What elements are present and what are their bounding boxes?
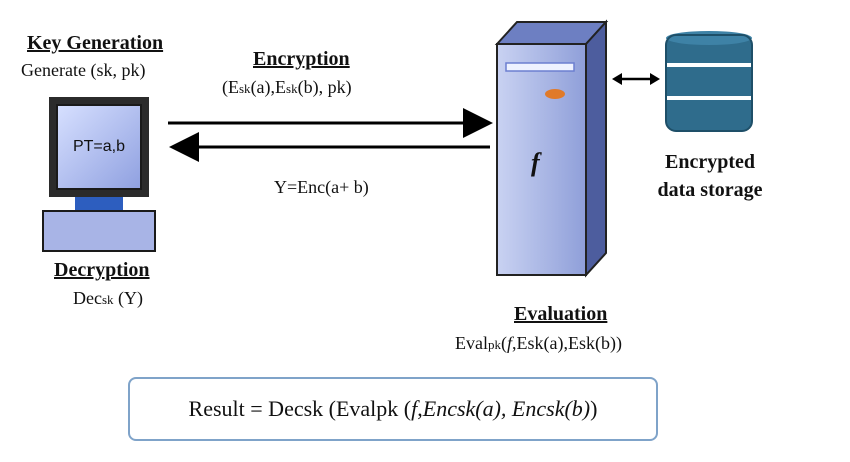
storage-label-line2: data storage bbox=[657, 179, 763, 201]
decryption-title: Decryption bbox=[54, 259, 150, 281]
computer-screen-text: PT=a,b bbox=[72, 138, 126, 155]
result-formula-box: Result = Decsk (Evalpk ( f, Encsk(a), En… bbox=[128, 377, 658, 441]
result-italic-args: Encsk(a), Encsk(b) bbox=[422, 396, 591, 421]
evaluation-formula: Evalpk(f,Esk(a),Esk(b)) bbox=[455, 333, 622, 353]
storage-label-line1: Encrypted bbox=[665, 151, 755, 173]
return-label: Y=Enc(a+ b) bbox=[274, 177, 369, 197]
storage-link-arrow bbox=[612, 73, 660, 85]
encryption-title: Encryption bbox=[253, 48, 350, 70]
server-function-label: f bbox=[531, 148, 540, 177]
result-prefix: Result = Decsk (Evalpk ( bbox=[188, 396, 412, 421]
result-f: f bbox=[411, 396, 418, 421]
encryption-formula: (Esk(a),Esk(b), pk) bbox=[222, 77, 352, 97]
result-sep: , bbox=[417, 396, 423, 421]
server-icon bbox=[494, 19, 609, 278]
evaluation-title: Evaluation bbox=[514, 303, 608, 325]
result-suffix: ) bbox=[590, 396, 598, 421]
database-icon bbox=[665, 31, 753, 132]
decryption-formula: Decsk (Y) bbox=[73, 288, 144, 308]
key-generation-title: Key Generation bbox=[27, 32, 164, 54]
key-generation-detail: Generate (sk, pk) bbox=[21, 60, 146, 80]
storage-label: Encrypted data storage bbox=[644, 148, 776, 204]
client-computer-icon bbox=[42, 97, 156, 252]
